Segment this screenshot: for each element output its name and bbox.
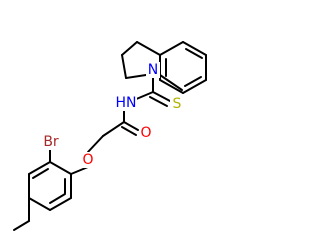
bond-group <box>28 41 207 211</box>
bond-c2-n1 <box>125 74 147 79</box>
label-bg-o-ether <box>81 152 95 168</box>
bond-c7-c8-inner <box>184 76 202 87</box>
label-bg-s <box>170 96 184 112</box>
molecule-structure: N HN S O O Br <box>13 41 207 231</box>
label-bg-br <box>40 134 62 150</box>
sulfur-label: S <box>173 96 182 112</box>
bond-c5-c6 <box>49 197 72 211</box>
bond-ccarbonyl-ch2 <box>102 121 125 137</box>
bond-c4a-c4 <box>136 41 161 56</box>
bond-o-car <box>70 166 89 175</box>
bond-ccarbonyl-o-1 <box>123 121 139 131</box>
bond-c5-c6-inner <box>49 193 66 204</box>
oxygen-ether-label: O <box>82 152 93 168</box>
ethyl-bond-ch3 <box>13 220 30 231</box>
bond-c2-c3-inner <box>32 168 49 179</box>
bond-c8-c8a <box>159 79 184 94</box>
bond-ccarbonyl-o-2 <box>121 126 137 136</box>
bond-c4a-c5 <box>159 41 184 56</box>
bond-cthio-s-1 <box>152 91 171 102</box>
bond-c7-c8 <box>182 79 207 94</box>
nitrogen-amide-label: HN <box>116 95 137 111</box>
bond-c5-c6 <box>182 41 207 56</box>
nitrogen-ring-label: N <box>148 62 158 78</box>
bond-c2-c3 <box>28 161 51 175</box>
bond-cthio-nh <box>133 91 154 101</box>
bond-c1-c2 <box>49 161 72 175</box>
label-bg-n-ring <box>146 62 160 78</box>
bromine-label: Br <box>43 134 59 150</box>
bond-cthio-s-2 <box>149 96 168 107</box>
bond-n1-c8a <box>159 74 183 91</box>
atom-labels: N HN S O O Br <box>40 62 184 168</box>
bond-c3-c2 <box>121 54 127 79</box>
bond-ch2-o <box>87 135 104 153</box>
bond-c4-c3 <box>121 41 138 56</box>
bond-c5-c6-inner <box>185 48 203 59</box>
ethyl-group <box>13 197 30 231</box>
label-bg-o-carbonyl <box>139 125 153 141</box>
label-bg-nh <box>115 95 137 111</box>
oxygen-carbonyl-label: O <box>140 125 151 141</box>
bond-c4-c5 <box>28 197 51 211</box>
